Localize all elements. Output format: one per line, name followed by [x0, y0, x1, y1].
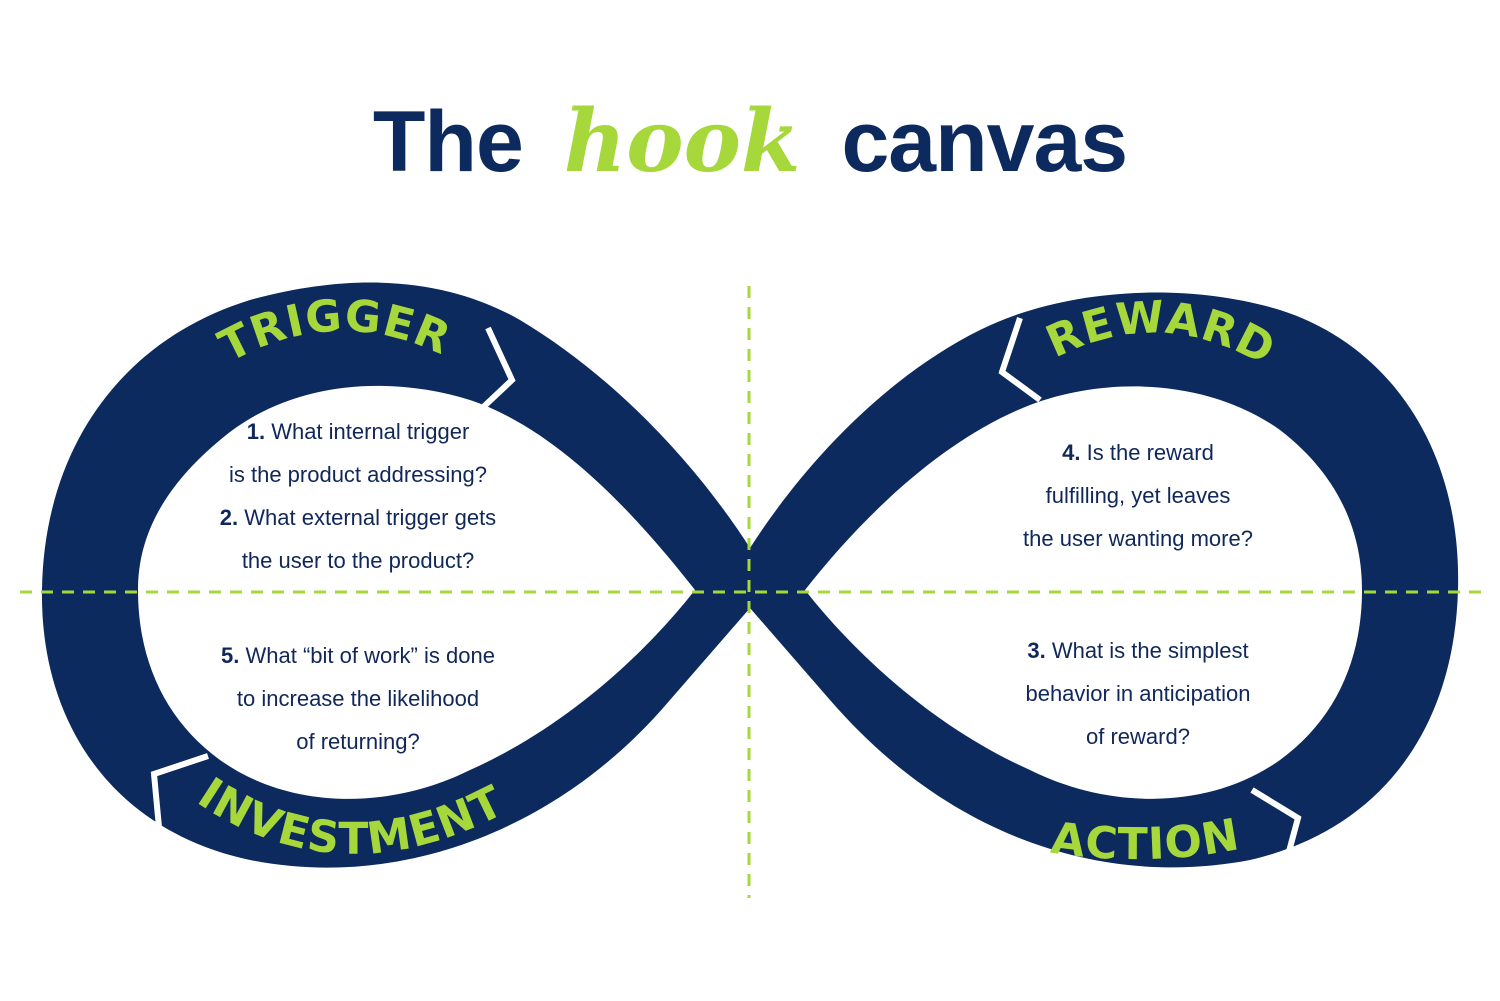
right-lobe-hole: [805, 386, 1362, 799]
title-canvas: canvas: [841, 94, 1128, 190]
question-2: 2. What external trigger gets the user t…: [188, 496, 528, 582]
page-title: The hook canvas: [0, 92, 1500, 192]
title-hook: hook: [563, 91, 801, 192]
left-lobe-hole: [138, 385, 695, 799]
notch-reward: [998, 317, 1042, 403]
title-the: The: [372, 94, 524, 190]
question-3-line-3: of reward?: [1086, 724, 1190, 749]
question-5-line-3: of returning?: [296, 729, 420, 754]
question-2-line-1: What external trigger gets: [244, 505, 497, 530]
question-5: 5. What “bit of work” is done to increas…: [188, 634, 528, 763]
question-5-line-1: What “bit of work” is done: [245, 643, 495, 668]
notch-action: [1250, 787, 1302, 871]
question-3-number: 3.: [1027, 638, 1046, 663]
question-4-line-2: fulfilling, yet leaves: [1045, 483, 1231, 508]
question-2-line-2: the user to the product?: [241, 548, 475, 573]
question-3-line-2: behavior in anticipation: [1025, 681, 1251, 706]
notch-trigger: [475, 326, 516, 415]
question-4-line-3: the user wanting more?: [1023, 526, 1253, 551]
question-4-line-1: Is the reward: [1086, 440, 1214, 465]
question-5-line-2: to increase the likelihood: [236, 686, 480, 711]
stage-label-action: ACTION: [1048, 809, 1243, 870]
question-1-number: 1.: [246, 419, 266, 444]
infinity-band: [41, 282, 1459, 871]
question-3-line-1: What is the simplest: [1051, 638, 1249, 663]
question-4: 4. Is the reward fulfilling, yet leaves …: [988, 431, 1288, 560]
question-2-number: 2.: [219, 505, 239, 530]
question-5-number: 5.: [221, 643, 240, 668]
question-3: 3. What is the simplest behavior in anti…: [988, 629, 1288, 758]
question-1: 1. What internal trigger is the product …: [208, 410, 508, 496]
notch-investment: [150, 753, 209, 839]
question-1-line-2: is the product addressing?: [228, 462, 488, 487]
question-4-number: 4.: [1062, 440, 1081, 465]
question-1-line-1: What internal trigger: [271, 419, 470, 444]
